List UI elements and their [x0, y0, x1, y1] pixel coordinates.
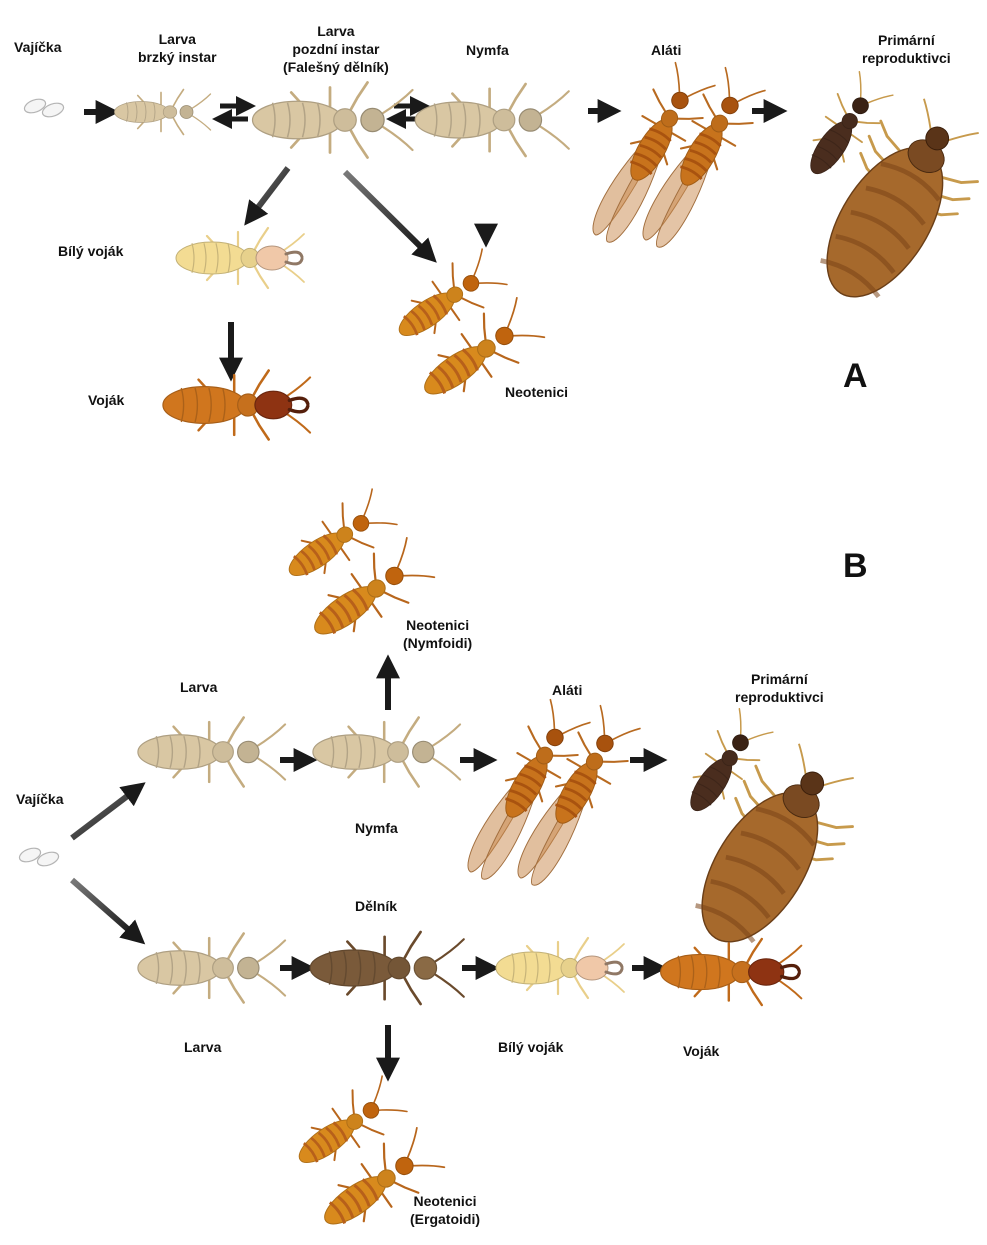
- label-a-early-larva: Larva brzký instar: [138, 30, 217, 66]
- arrows-layer: [72, 106, 778, 1072]
- soldier-icon-a: [163, 371, 310, 440]
- egg-icon-b: [18, 846, 61, 869]
- label-b-nymphoid: Neotenici (Nymfoidi): [403, 616, 472, 652]
- label-b-worker: Dělník: [355, 897, 397, 915]
- label-a-alates: Aláti: [651, 41, 681, 59]
- label-a-white-soldier: Bílý voják: [58, 242, 123, 260]
- label-b-primary: Primární reproduktivci: [735, 670, 824, 706]
- neotenic-icon-a-1: [385, 245, 510, 355]
- label-b-soldier: Voják: [683, 1042, 719, 1060]
- label-a-primary: Primární reproduktivci: [862, 31, 951, 67]
- early-larva-icon-a: [115, 90, 211, 135]
- label-b-nymph: Nymfa: [355, 819, 398, 837]
- egg-icon-a: [23, 97, 66, 120]
- arrow-b-eggs-larva-bottom: [72, 880, 138, 938]
- panel-letter-b: B: [843, 547, 868, 586]
- larva-top-icon-b: [138, 718, 285, 787]
- insects-layer: [18, 60, 987, 1245]
- label-b-larva-top: Larva: [180, 678, 217, 696]
- label-b-alates: Aláti: [552, 681, 582, 699]
- label-b-ergatoid: Neotenici (Ergatoidi): [410, 1192, 480, 1228]
- label-a-nymph: Nymfa: [466, 41, 509, 59]
- label-a-neotenics: Neotenici: [505, 383, 568, 401]
- worker-icon-b: [310, 932, 464, 1004]
- white-soldier-icon-b: [496, 938, 624, 998]
- label-a-soldier: Voják: [88, 391, 124, 409]
- arrow-a-late-whitesoldier: [250, 168, 288, 218]
- queen-icon-a: [791, 85, 987, 325]
- label-a-eggs: Vajíčka: [14, 38, 62, 56]
- soldier-icon-b: [661, 939, 802, 1005]
- late-larva-icon-a: [253, 83, 413, 158]
- label-b-white-soldier: Bílý voják: [498, 1038, 563, 1056]
- nymph-icon-a: [415, 84, 569, 156]
- larva-bottom-icon-b: [138, 934, 285, 1003]
- panel-letter-a: A: [843, 357, 868, 396]
- label-b-eggs: Vajíčka: [16, 790, 64, 808]
- queen-icon-b: [666, 730, 877, 970]
- arrow-b-eggs-larva-top: [72, 788, 138, 838]
- white-soldier-icon-a: [176, 228, 304, 288]
- arrow-a-late-neotenics: [345, 172, 430, 256]
- label-a-late-larva: Larva pozdní instar (Falešný dělník): [283, 22, 389, 76]
- nymph-icon-b: [313, 718, 460, 787]
- ergatoid-icon-b-1: [285, 1072, 410, 1182]
- label-b-larva-bottom: Larva: [184, 1038, 221, 1056]
- nymphoid-icon-b-1: [275, 485, 400, 595]
